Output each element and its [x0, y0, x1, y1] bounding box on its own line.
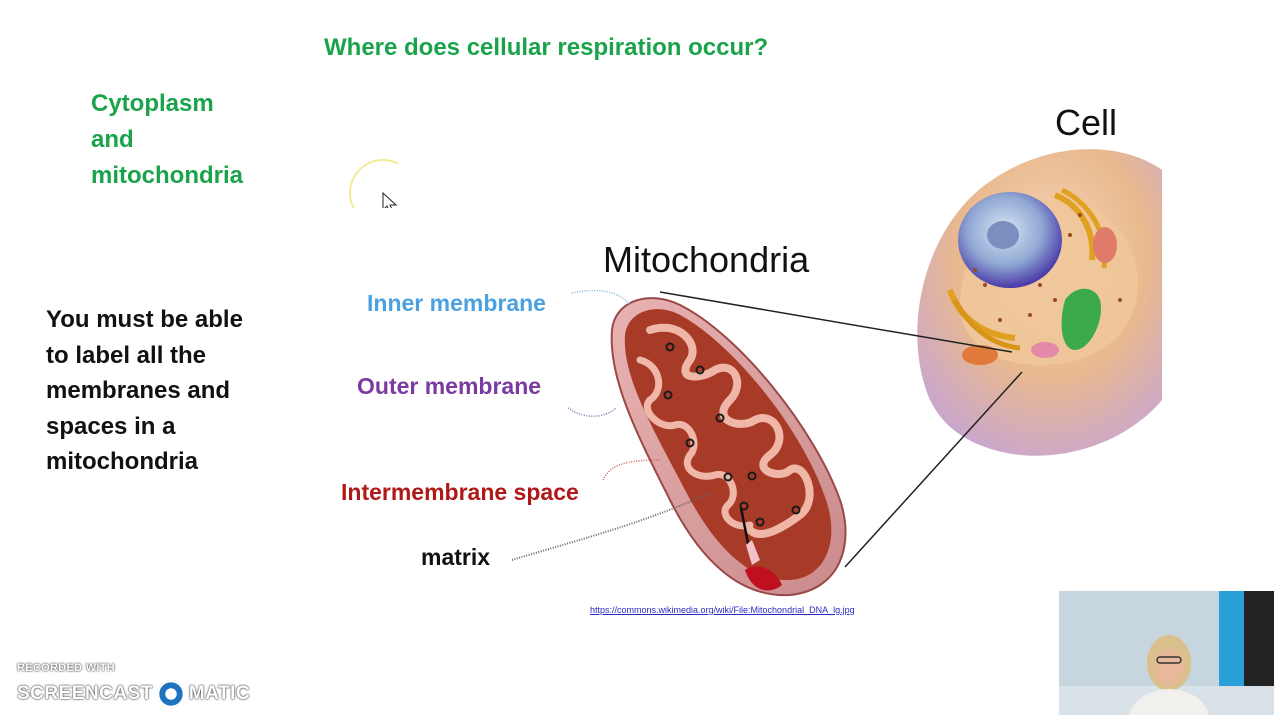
note-line: spaces in a [46, 412, 176, 440]
slide-title: Where does cellular respiration occur? [324, 34, 769, 61]
screencast-o-icon [156, 680, 185, 708]
answer-line: and [91, 126, 134, 153]
inner-membrane-label: Inner membrane [367, 290, 546, 316]
note-line: membranes and [46, 377, 231, 404]
intermembrane-space-label: Intermembrane space [341, 479, 579, 505]
note-line: You must be able [46, 306, 243, 333]
answer-text: Cytoplasm and mitochondria [91, 86, 243, 194]
presenter-video-icon [1059, 591, 1274, 715]
brand-right-text: MATIC [188, 683, 251, 704]
mitochondrion-illustration [610, 297, 847, 597]
instruction-note: You must be able to label all the membra… [46, 302, 243, 480]
note-line: mitochondria [46, 448, 199, 475]
webcam-overlay [1059, 591, 1274, 715]
cell-title: Cell [1055, 102, 1118, 143]
mitochondria-title: Mitochondria [603, 239, 810, 280]
answer-line: Cytoplasm [91, 90, 214, 117]
image-source-link[interactable]: https://commons.wikimedia.org/wiki/File:… [590, 605, 855, 615]
animal-cell-illustration [917, 149, 1162, 456]
matrix-label: matrix [421, 544, 491, 570]
answer-line: mitochondria [91, 162, 244, 189]
brand-left-text: SCREENCAST [17, 683, 153, 704]
mouse-cursor-icon [349, 159, 398, 208]
screencast-logo: SCREENCAST MATIC [17, 680, 250, 708]
note-line: to label all the [46, 341, 207, 369]
recorded-with-text: RECORDED WITH [17, 662, 116, 674]
outer-membrane-label: Outer membrane [357, 373, 542, 399]
